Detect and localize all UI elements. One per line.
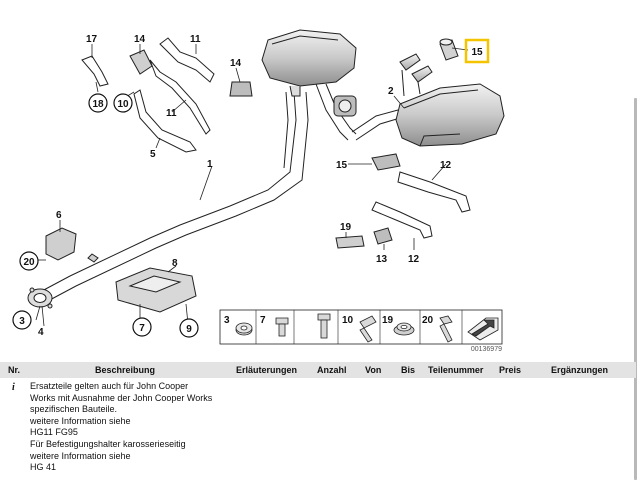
col-anzahl: Anzahl — [317, 365, 347, 375]
callout-numbers: 17 14 11 14 11 5 1 2 15 12 6 19 13 12 8 … — [38, 34, 452, 338]
callout-17: 17 — [86, 34, 98, 45]
callout-12-bottom: 12 — [408, 254, 420, 265]
circled-callouts: 18 10 20 3 7 9 — [12, 93, 199, 338]
bracket-5 — [133, 89, 197, 153]
highlighted-callout-15[interactable]: 15 — [464, 38, 490, 64]
rubber-mount-top — [229, 81, 253, 97]
callout-4: 4 — [38, 327, 44, 338]
callout-7: 7 — [139, 323, 145, 334]
bracket-6 — [45, 227, 77, 261]
legend-num-3: 3 — [224, 315, 230, 326]
callout-5: 5 — [150, 149, 156, 160]
legend-num-7: 7 — [260, 315, 266, 326]
description-line: weitere Information siehe — [30, 415, 131, 426]
front-exhaust-pipe — [39, 91, 309, 303]
callout-18: 19 — [340, 222, 352, 233]
row-description: Ersatzteile gelten auch für John Cooper … — [30, 381, 230, 474]
front-hanger — [87, 253, 99, 263]
table-row: i Ersatzteile gelten auch für John Coope… — [0, 378, 636, 480]
description-line: spezifischen Bauteile. — [30, 404, 118, 415]
callout-20: 20 — [23, 257, 35, 268]
legend-num-19: 19 — [382, 315, 394, 326]
callout-11-mid: 11 — [166, 108, 177, 119]
callout-15: 15 — [471, 47, 483, 58]
legend-num-10: 10 — [342, 315, 354, 326]
rubber-mount-right-14 — [371, 153, 401, 171]
callout-6: 6 — [56, 210, 62, 221]
exhaust-parts-diagram: 17 14 11 14 11 5 1 2 15 12 6 19 13 12 8 … — [12, 29, 505, 353]
fastener-legend: 3 7 10 19 20 — [219, 309, 503, 353]
col-preis: Preis — [499, 365, 522, 375]
callout-3: 3 — [19, 316, 25, 327]
angled-bolt-icon — [359, 315, 377, 343]
parts-table-header: Nr. Beschreibung Erläuterungen Anzahl Vo… — [0, 362, 636, 378]
callout-19: 18 — [92, 99, 104, 110]
rubber-mount-right-13 — [373, 227, 393, 245]
front-flange — [27, 287, 53, 309]
nut-icon — [235, 322, 253, 336]
front-muffler — [261, 29, 357, 97]
col-bis: Bis — [401, 365, 416, 375]
description-line: Ersatzteile gelten auch für John Cooper — [30, 381, 189, 391]
description-line: weitere Information siehe — [30, 450, 131, 461]
col-erlaeuterungen: Erläuterungen — [236, 365, 298, 375]
direction-arrow-icon — [467, 317, 499, 341]
col-nr: Nr. — [8, 365, 21, 375]
info-icon: i — [12, 382, 15, 393]
hex-bolt-icon — [275, 317, 289, 337]
description-line: HG11 FG95 — [30, 427, 78, 438]
description-line: Works mit Ausnahme der John Cooper Works — [30, 392, 213, 403]
heat-shield-plate — [115, 267, 197, 313]
exhaust-clamp — [333, 95, 357, 117]
intermediate-pipes — [315, 83, 401, 141]
callout-8: 8 — [172, 258, 178, 269]
scrollbar[interactable] — [634, 98, 637, 480]
description-line: Für Befestigungshalter karosserieseitig — [30, 438, 186, 449]
callout-11-top: 11 — [190, 34, 201, 45]
col-von: Von — [365, 365, 382, 375]
tailpipe-trim — [439, 38, 459, 61]
callout-1: 1 — [207, 159, 213, 170]
callout-9: 9 — [186, 324, 192, 335]
hanger-brackets-right — [335, 171, 471, 249]
col-beschreibung: Beschreibung — [95, 365, 156, 375]
col-ergaenzungen: Ergänzungen — [551, 365, 609, 375]
rear-muffler — [395, 53, 505, 147]
description-line: HG 41 — [30, 462, 57, 473]
col-teilenummer: Teilenummer — [428, 365, 484, 375]
callout-2: 2 — [388, 86, 394, 97]
callout-14-right: 15 — [336, 160, 348, 171]
image-id: 00136979 — [471, 346, 502, 353]
callout-14-top: 14 — [230, 58, 242, 69]
washer-nut-icon — [393, 322, 415, 336]
long-bolt-icon — [317, 313, 331, 339]
callout-12-top: 12 — [440, 160, 452, 171]
callout-13-bottom: 13 — [376, 254, 388, 265]
hanger-brackets-top-left — [81, 37, 215, 135]
callout-10: 10 — [117, 99, 129, 110]
callout-13-top: 14 — [134, 34, 146, 45]
legend-num-20: 20 — [422, 315, 434, 326]
stud-icon — [439, 315, 453, 343]
